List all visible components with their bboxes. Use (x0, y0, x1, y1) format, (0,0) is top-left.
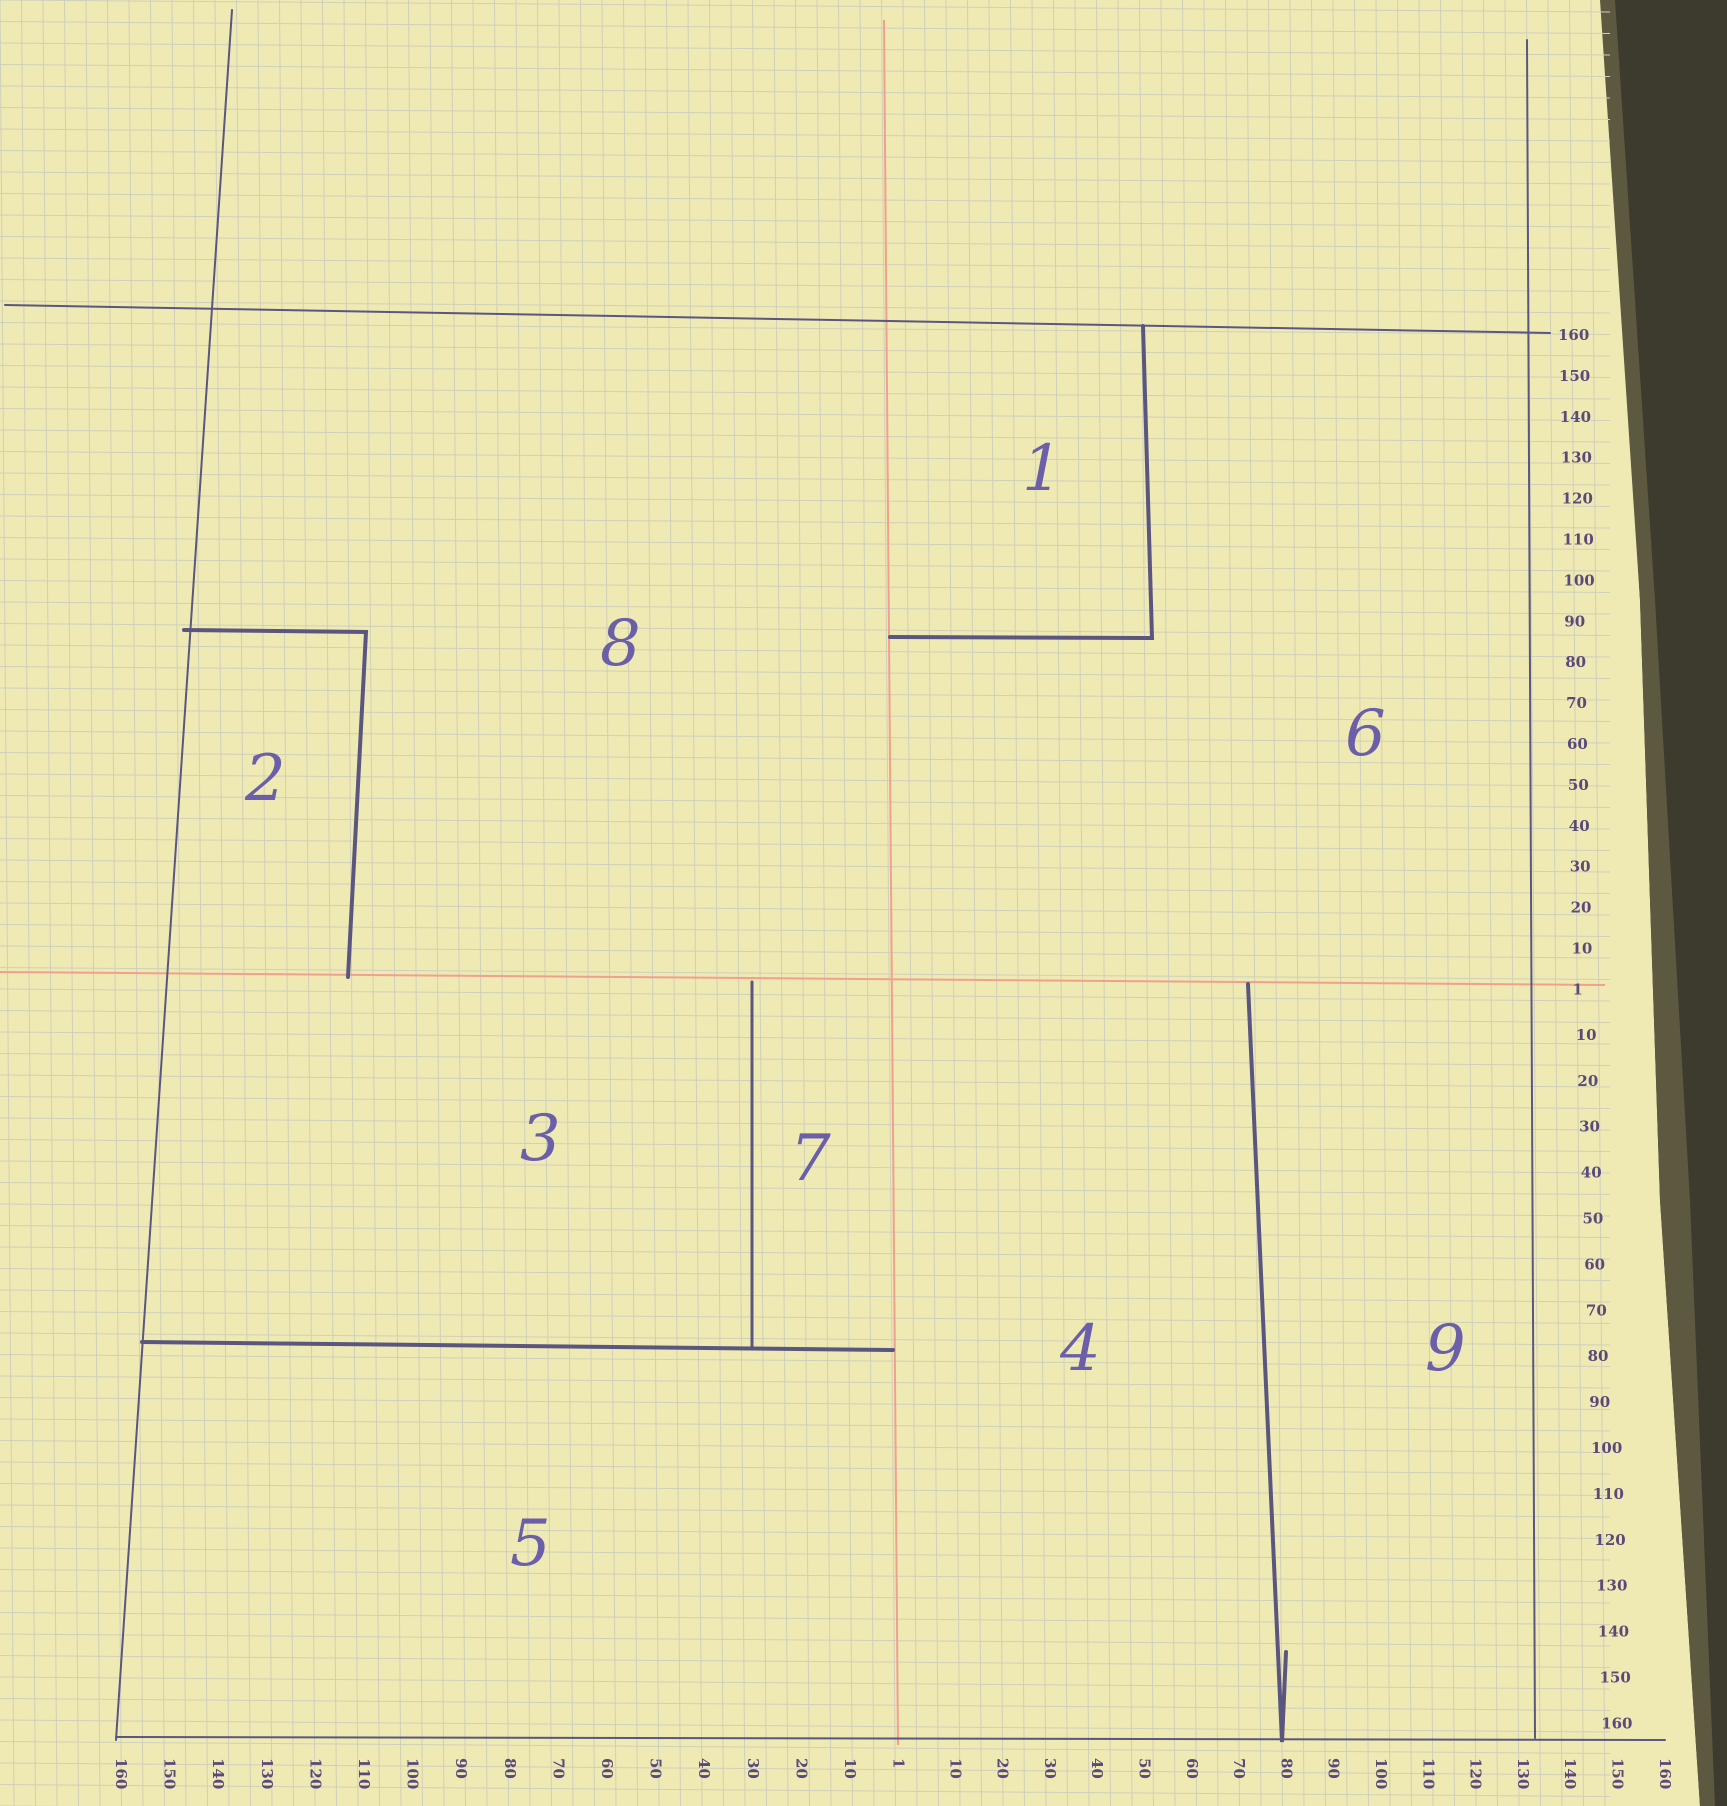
bottom-scale-label: 150 (1609, 1758, 1627, 1789)
bottom-scale-label: 140 (1561, 1758, 1579, 1789)
right-scale-label: 10 (1572, 940, 1593, 958)
region-label-2: 2 (244, 742, 286, 816)
bottom-scale-label: 100 (404, 1758, 422, 1789)
bottom-scale-label: 90 (452, 1758, 470, 1779)
bottom-scale-label: 120 (306, 1758, 324, 1789)
right-scale-label: 10 (1576, 1026, 1597, 1044)
right-scale-label: 70 (1566, 694, 1587, 712)
bottom-scale-label: 130 (1514, 1758, 1532, 1789)
bottom-scale-label: 40 (1088, 1758, 1106, 1779)
right-scale-label: 150 (1559, 367, 1590, 385)
region-label-6: 6 (1345, 697, 1386, 771)
bottom-scale-label: 20 (792, 1758, 810, 1779)
right-scale-label: 60 (1567, 735, 1588, 753)
right-scale-label: 80 (1588, 1347, 1609, 1365)
bottom-scale-label: 10 (841, 1758, 859, 1779)
right-scale-label: 140 (1560, 408, 1591, 426)
bottom-scale-label: 50 (647, 1758, 665, 1779)
bottom-scale-label: 1 (890, 1758, 908, 1768)
bottom-scale-label: 60 (1183, 1758, 1201, 1779)
right-scale-label: 30 (1570, 858, 1591, 876)
bottom-scale-label: 100 (1372, 1758, 1390, 1789)
bottom-scale-label: 70 (549, 1758, 567, 1779)
bottom-scale-label: 160 (112, 1758, 130, 1789)
bottom-scale-label: 150 (161, 1758, 179, 1789)
right-scale-label: 130 (1596, 1577, 1627, 1595)
right-scale-label: 50 (1583, 1210, 1604, 1228)
right-scale-label: 70 (1586, 1301, 1607, 1319)
region-label-4: 4 (1059, 1312, 1101, 1386)
bottom-scale-label: 80 (1277, 1758, 1295, 1779)
right-scale-label: 20 (1577, 1072, 1598, 1090)
right-scale-label: 1 (1572, 980, 1582, 998)
right-scale-label: 130 (1561, 449, 1592, 467)
region-label-7: 7 (790, 1122, 831, 1196)
region-label-8: 8 (600, 607, 641, 681)
bottom-scale-label: 70 (1230, 1758, 1248, 1779)
bottom-scale-label: 160 (1656, 1758, 1674, 1789)
bottom-scale-label: 20 (994, 1758, 1012, 1779)
bottom-scale-label: 40 (695, 1758, 713, 1779)
bottom-scale-label: 90 (1325, 1758, 1343, 1779)
right-scale-label: 110 (1593, 1485, 1624, 1503)
bottom-scale-label: 110 (355, 1758, 373, 1789)
bottom-scale-label: 140 (209, 1758, 227, 1789)
right-scale-label: 90 (1564, 612, 1585, 630)
right-scale-label: 30 (1579, 1118, 1600, 1136)
right-scale-label: 100 (1591, 1439, 1622, 1457)
right-scale-label: 20 (1571, 899, 1592, 917)
right-scale-label: 80 (1565, 653, 1586, 671)
bottom-scale-label: 80 (501, 1758, 519, 1779)
right-scale-label: 140 (1598, 1623, 1629, 1641)
right-scale-label: 50 (1568, 776, 1589, 794)
bottom-scale-label: 110 (1419, 1758, 1437, 1789)
right-scale-label: 160 (1558, 326, 1589, 344)
region-label-9: 9 (1425, 1312, 1466, 1386)
right-scale-label: 40 (1581, 1164, 1602, 1182)
right-scale-label: 150 (1600, 1669, 1631, 1687)
right-scale-label: 90 (1589, 1393, 1610, 1411)
region-label-3: 3 (520, 1102, 561, 1176)
right-scale-label: 60 (1584, 1255, 1605, 1273)
bottom-scale-label: 30 (1041, 1758, 1059, 1779)
region-label-5: 5 (510, 1507, 551, 1581)
bottom-scale-label: 130 (258, 1758, 276, 1789)
bottom-scale-label: 60 (598, 1758, 616, 1779)
right-scale-label: 120 (1562, 490, 1593, 508)
right-scale-label: 160 (1601, 1714, 1632, 1732)
bottom-scale-label: 50 (1136, 1758, 1154, 1779)
bottom-scale-label: 10 (946, 1758, 964, 1779)
right-scale-label: 100 (1563, 571, 1594, 589)
right-scale-label: 120 (1594, 1531, 1625, 1549)
right-scale-label: 40 (1569, 817, 1590, 835)
bottom-scale-label: 120 (1467, 1758, 1485, 1789)
bottom-scale-label: 30 (744, 1758, 762, 1779)
right-scale-label: 110 (1563, 531, 1594, 549)
region-label-1: 1 (1022, 432, 1063, 506)
